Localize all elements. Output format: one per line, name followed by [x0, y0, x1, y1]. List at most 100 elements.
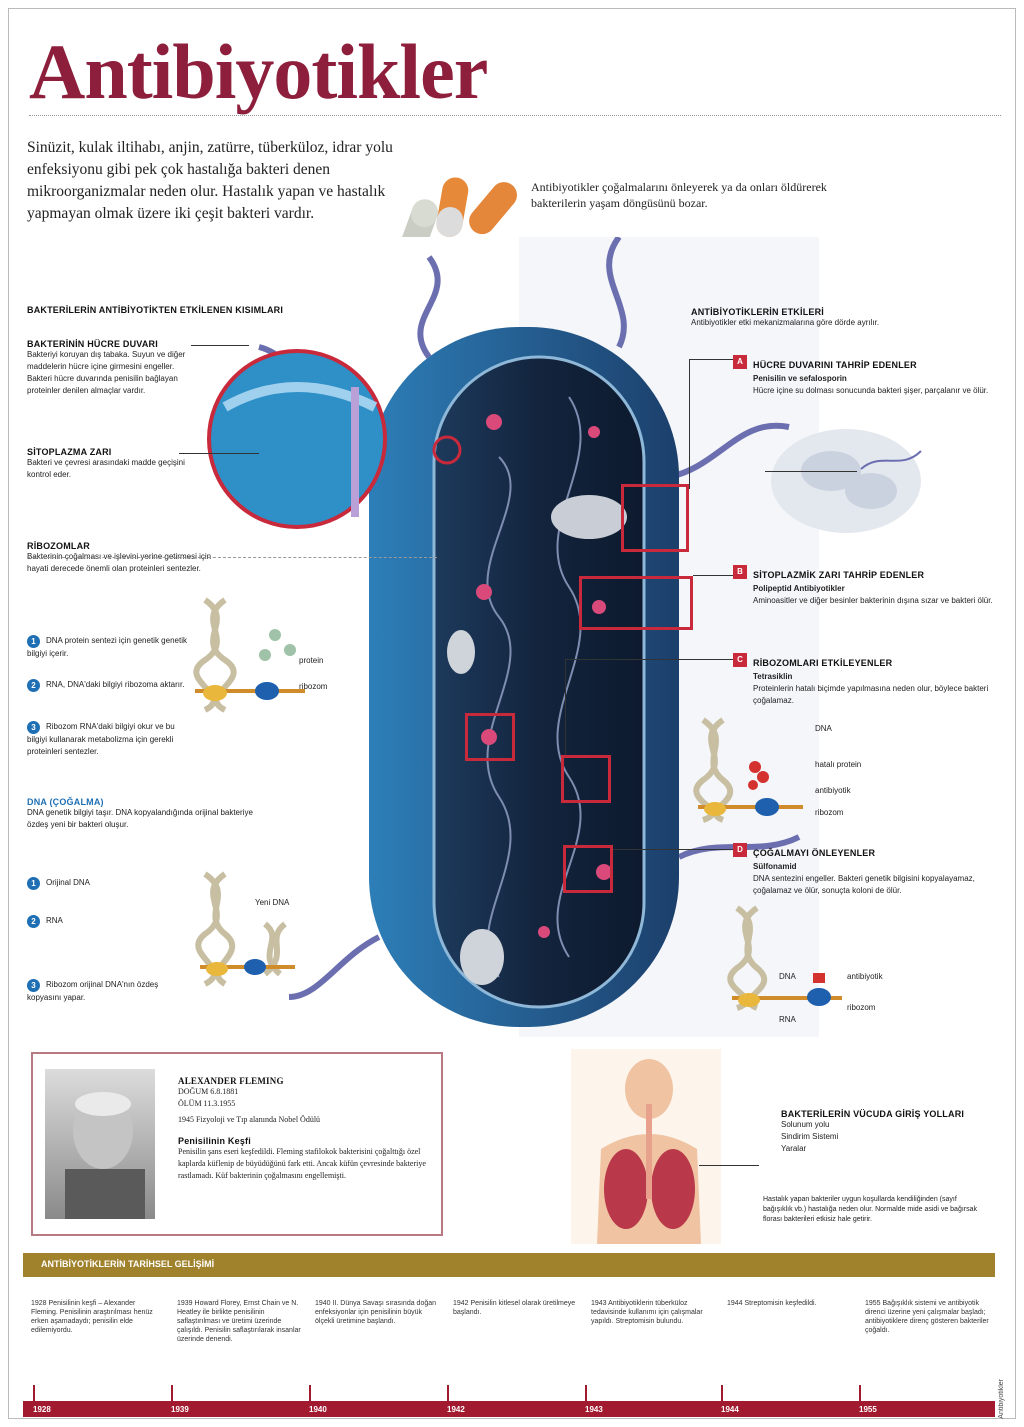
- highlight-box-ribosome: [465, 713, 515, 761]
- step-number: 2: [27, 915, 40, 928]
- effect-text: Hücre içine su dolması sonucunda bakteri…: [753, 386, 989, 395]
- title-divider: [29, 115, 1001, 116]
- c-label-hatali: hatalı protein: [815, 760, 862, 769]
- d-label-ribozom: ribozom: [847, 1003, 876, 1012]
- d-label-rna: RNA: [779, 1015, 796, 1024]
- step-number: 3: [27, 721, 40, 734]
- leader-line: [693, 575, 733, 576]
- fleming-text: Penisilin şans eseri keşfedildi. Fleming…: [178, 1147, 426, 1180]
- leader-line: [565, 659, 733, 660]
- ribo-step-text: Ribozom RNA'daki bilgiyi okur ve bu bilg…: [27, 722, 175, 756]
- highlight-box-c: [561, 755, 611, 803]
- timeline-tick: [171, 1385, 173, 1401]
- entry-note: Hastalık yapan bakteriler uygun koşullar…: [763, 1196, 978, 1223]
- fleming-portrait: [45, 1069, 155, 1219]
- entry-title: BAKTERİLERİN VÜCUDA GİRİŞ YOLLARI: [781, 1109, 965, 1119]
- cell-wall-title: BAKTERİNİN HÜCRE DUVARI: [27, 339, 158, 349]
- right-section-title: ANTİBİYOTİKLERİN ETKİLERİ: [691, 307, 824, 317]
- ribo-label-protein: protein: [299, 656, 324, 665]
- step-number: 2: [27, 679, 40, 692]
- d-label-antibiyotik: antibiyotik: [847, 972, 883, 981]
- cell-wall-text: Bakteriyi koruyan dış tabaka. Suyun ve d…: [27, 350, 186, 395]
- membrane-text: Bakteri ve çevresi arasındaki madde geçi…: [27, 458, 185, 479]
- step-number: 1: [27, 877, 40, 890]
- leader-line: [689, 359, 690, 489]
- fleming-death: ÖLÜM 11.3.1955: [178, 1099, 236, 1108]
- fleming-panel: ALEXANDER FLEMING DOĞUM 6.8.1881 ÖLÜM 11…: [31, 1052, 443, 1236]
- effect-drug: Sülfonamid: [753, 862, 797, 871]
- left-section-title: BAKTERİLERİN ANTİBİYOTİKTEN ETKİLENEN KI…: [27, 305, 284, 315]
- fleming-birth: DOĞUM 6.8.1881: [178, 1087, 239, 1096]
- c-label-antibiyotik: antibiyotik: [815, 786, 851, 795]
- ribosomes-title: RİBOZOMLAR: [27, 541, 90, 551]
- bacterium-illustration: [199, 237, 819, 1037]
- leader-line: [765, 471, 857, 472]
- step-number: 3: [27, 979, 40, 992]
- effect-drug: Penisilin ve sefalosporin: [753, 374, 847, 383]
- c-label-ribozom: ribozom: [815, 808, 844, 817]
- timeline-tick: [309, 1385, 311, 1401]
- timeline-year: 1942: [447, 1405, 465, 1414]
- effect-letter: A: [733, 355, 747, 369]
- leader-line: [689, 359, 733, 360]
- membrane-title: SİTOPLAZMA ZARI: [27, 447, 112, 457]
- timeline-header: ANTİBİYOTİKLERİN TARİHSEL GELİŞİMİ: [23, 1253, 995, 1277]
- ribo-step-2: 2 RNA, DNA'daki bilgiyi ribozoma aktarır.: [27, 679, 187, 692]
- ribo-step-text: DNA protein sentezi için genetik genetik…: [27, 636, 187, 658]
- effect-title: HÜCRE DUVARINI TAHRİP EDENLER: [753, 360, 917, 370]
- effect-title: SİTOPLAZMİK ZARI TAHRİP EDENLER: [753, 570, 925, 580]
- leader-line: [613, 849, 733, 850]
- highlight-box-b: [579, 576, 693, 630]
- dna-new-label: Yeni DNA: [255, 898, 290, 907]
- timeline-year: 1943: [585, 1405, 603, 1414]
- timeline-axis: [23, 1401, 995, 1417]
- highlight-box-d: [563, 845, 613, 893]
- timeline-tick: [585, 1385, 587, 1401]
- human-body-illustration: [571, 1049, 721, 1244]
- fleming-subhead: Penisilinin Keşfi: [178, 1136, 251, 1146]
- effect-text: Proteinlerin hatalı biçimde yapılmasına …: [753, 684, 989, 705]
- entry-route-2: Sindirim Sistemi: [781, 1132, 839, 1141]
- effect-letter: D: [733, 843, 747, 857]
- timeline-tick: [721, 1385, 723, 1401]
- timeline-entry: 1943 Antibiyotiklerin tüberküloz tedavis…: [591, 1300, 703, 1325]
- timeline-entry: 1942 Penisilin kitlesel olarak üretilmey…: [453, 1300, 576, 1316]
- ribo-step-text: RNA, DNA'daki bilgiyi ribozoma aktarır.: [46, 680, 185, 689]
- dna-replication-diagram: [195, 871, 295, 987]
- cell-wall-block: BAKTERİNİN HÜCRE DUVARI Bakteriyi koruya…: [27, 339, 192, 397]
- effect-text: Aminoasitler ve diğer besinler bakterini…: [753, 596, 993, 605]
- poster: Antibiyotikler Sinüzit, kulak iltihabı, …: [8, 8, 1016, 1419]
- dna-title: DNA (ÇOĞALMA): [27, 797, 104, 807]
- right-section-header: ANTİBİYOTİKLERİN ETKİLERİ Antibiyotikler…: [691, 307, 991, 329]
- intro-sub-text: Antibiyotikler çoğalmalarını önleyerek y…: [531, 180, 827, 210]
- timeline-year: 1944: [721, 1405, 739, 1414]
- right-section-sub: Antibiyotikler etki mekanizmalarına göre…: [691, 318, 880, 327]
- timeline-entry: 1939 Howard Florey, Ernst Chain ve N. He…: [177, 1300, 301, 1343]
- fleming-name: ALEXANDER FLEMING: [178, 1076, 284, 1086]
- timeline-tick: [33, 1385, 35, 1401]
- burst-bacterium-illustration: [771, 429, 922, 533]
- c-label-dna: DNA: [815, 724, 832, 733]
- timeline-year: 1939: [171, 1405, 189, 1414]
- entry-route-3: Yaralar: [781, 1144, 807, 1153]
- ribosomes-block: RİBOZOMLAR Bakterinin çoğalması ve işlev…: [27, 541, 217, 575]
- leader-line: [699, 1165, 759, 1166]
- leader-line: [191, 345, 249, 346]
- timeline-tick: [447, 1385, 449, 1401]
- ribosome-effect-diagram: [693, 717, 803, 823]
- leader-line: [179, 453, 259, 454]
- timeline-title: ANTİBİYOTİKLERİN TARİHSEL GELİŞİMİ: [41, 1259, 215, 1269]
- side-tag: Antibiyotikler: [998, 1379, 1005, 1419]
- leader-line: [27, 557, 437, 558]
- timeline-entry: 1955 Bağışıklık sistemi ve antibiyotik d…: [865, 1300, 989, 1334]
- timeline-year: 1940: [309, 1405, 327, 1414]
- effect-title: RİBOZOMLARI ETKİLEYENLER: [753, 658, 893, 668]
- entry-route-1: Solunum yolu: [781, 1120, 830, 1129]
